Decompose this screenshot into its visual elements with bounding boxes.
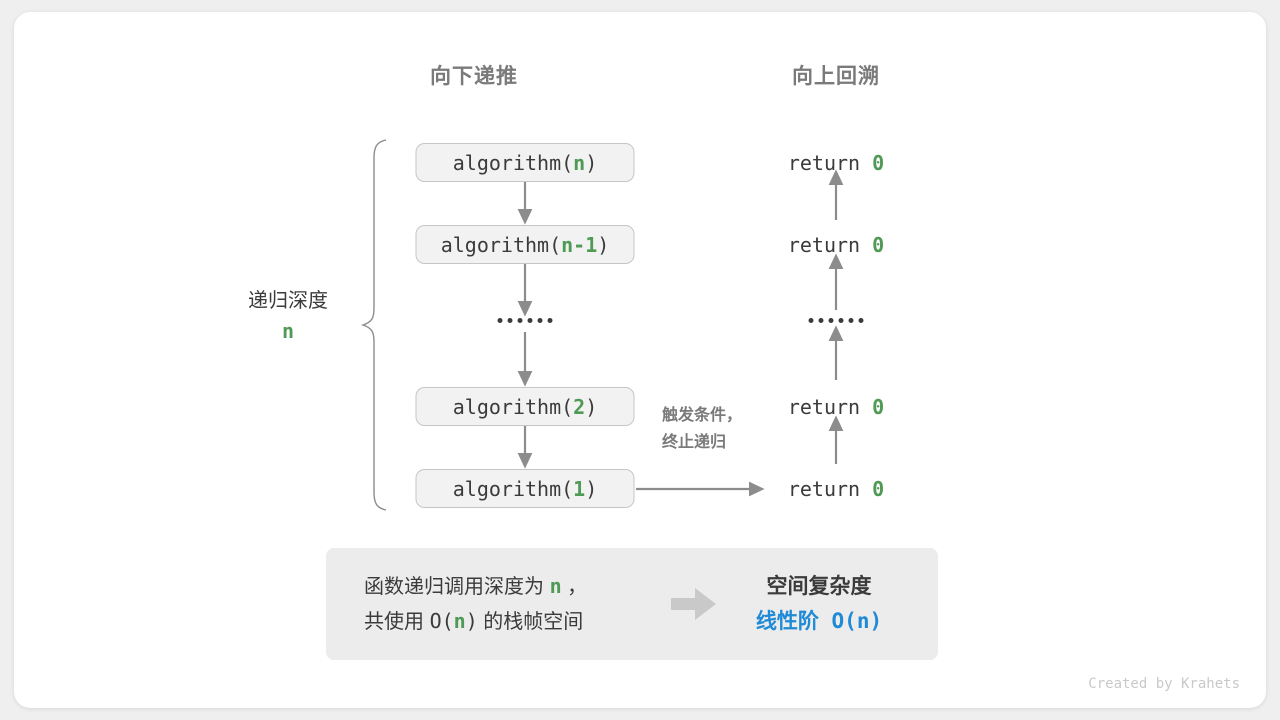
return-value-3: 0 xyxy=(872,395,885,419)
ellipsis-dot xyxy=(828,318,834,323)
call-box-n-minus-1-name: algorithm( xyxy=(440,232,562,257)
summary-line-1: 函数递归调用深度为 n ， xyxy=(364,569,664,604)
summary-conclusion-title: 空间复杂度 xyxy=(766,575,872,598)
call-box-1[interactable]: algorithm(1) xyxy=(415,469,635,508)
summary-line-2: 共使用 O(n) 的栈帧空间 xyxy=(364,604,664,639)
summary-line-2-o: O( xyxy=(429,609,454,633)
summary-line-1-b: ， xyxy=(561,576,588,598)
return-text-1: return xyxy=(787,151,873,175)
ellipsis-dots-right xyxy=(808,318,864,323)
return-text-3: return xyxy=(787,395,873,419)
call-box-1-arg: 1 xyxy=(573,476,586,501)
summary-arrow-wrap xyxy=(664,587,724,621)
call-box-2-name: algorithm( xyxy=(452,394,574,419)
ellipsis-dot xyxy=(497,318,503,323)
recursion-depth-label: 递归深度 n xyxy=(248,286,328,346)
call-box-n-arg: n xyxy=(573,150,586,175)
ellipsis-dot xyxy=(818,318,824,323)
return-value-1: 0 xyxy=(872,151,885,175)
ellipsis-dot xyxy=(537,318,543,323)
recursion-depth-title: 递归深度 xyxy=(248,290,328,312)
base-case-note-line1: 触发条件， xyxy=(662,407,743,424)
column-header-recurse-down: 向下递推 xyxy=(430,65,518,88)
depth-brace xyxy=(360,139,387,511)
return-label-1: return 0 xyxy=(788,151,884,175)
ellipsis-dot xyxy=(547,318,553,323)
return-label-3: return 0 xyxy=(788,395,884,419)
ellipsis-dot xyxy=(808,318,814,323)
return-label-4: return 0 xyxy=(788,477,884,501)
call-box-n-name: algorithm( xyxy=(452,150,574,175)
diagram-stage: 向下递推 向上回溯 xyxy=(14,12,1266,708)
ellipsis-dot xyxy=(517,318,523,323)
return-label-2: return 0 xyxy=(788,233,884,257)
call-box-1-close: ) xyxy=(585,476,598,501)
ellipsis-dot xyxy=(527,318,533,323)
summary-line-2-n: n xyxy=(453,609,466,633)
return-text-4: return xyxy=(787,477,873,501)
right-arrow-icon xyxy=(671,588,716,620)
summary-line-2-a: 共使用 xyxy=(364,611,430,633)
call-box-n[interactable]: algorithm(n) xyxy=(415,143,635,182)
summary-line-2-c: ) xyxy=(465,609,478,633)
credit-text: Created by Krahets xyxy=(1088,676,1240,692)
summary-conclusion-value: 线性阶 O(n) xyxy=(755,609,883,633)
call-box-2-close: ) xyxy=(585,394,598,419)
base-case-note: 触发条件， 终止递归 xyxy=(662,402,742,456)
call-box-1-name: algorithm( xyxy=(452,476,574,501)
ellipsis-dots-left xyxy=(497,318,553,323)
summary-line-2-b: 的栈帧空间 xyxy=(477,611,584,633)
return-value-4: 0 xyxy=(872,477,885,501)
ellipsis-dot xyxy=(507,318,513,323)
connectors-layer xyxy=(360,139,844,511)
call-box-n-minus-1[interactable]: algorithm(n-1) xyxy=(415,225,635,264)
return-value-2: 0 xyxy=(872,233,885,257)
ellipsis-dot xyxy=(848,318,854,323)
call-box-2-arg: 2 xyxy=(573,394,586,419)
summary-conclusion: 空间复杂度 线性阶 O(n) xyxy=(724,570,938,638)
summary-description: 函数递归调用深度为 n ， 共使用 O(n) 的栈帧空间 xyxy=(364,569,664,639)
summary-line-1-a: 函数递归调用深度为 xyxy=(364,576,550,598)
return-text-2: return xyxy=(787,233,873,257)
summary-panel: 函数递归调用深度为 n ， 共使用 O(n) 的栈帧空间 空间复杂度 线性阶 O… xyxy=(326,548,938,660)
call-box-n-minus-1-arg: n-1 xyxy=(561,232,598,257)
recursion-depth-value: n xyxy=(281,319,295,343)
summary-line-1-n: n xyxy=(549,574,562,598)
call-box-n-minus-1-close: ) xyxy=(597,232,610,257)
diagram-card: 向下递推 向上回溯 xyxy=(14,12,1266,708)
ellipsis-dot xyxy=(858,318,864,323)
call-box-2[interactable]: algorithm(2) xyxy=(415,387,635,426)
base-case-note-line2: 终止递归 xyxy=(662,434,727,451)
column-header-backtrack-up: 向上回溯 xyxy=(792,65,880,88)
call-box-n-close: ) xyxy=(585,150,598,175)
ellipsis-dot xyxy=(838,318,844,323)
